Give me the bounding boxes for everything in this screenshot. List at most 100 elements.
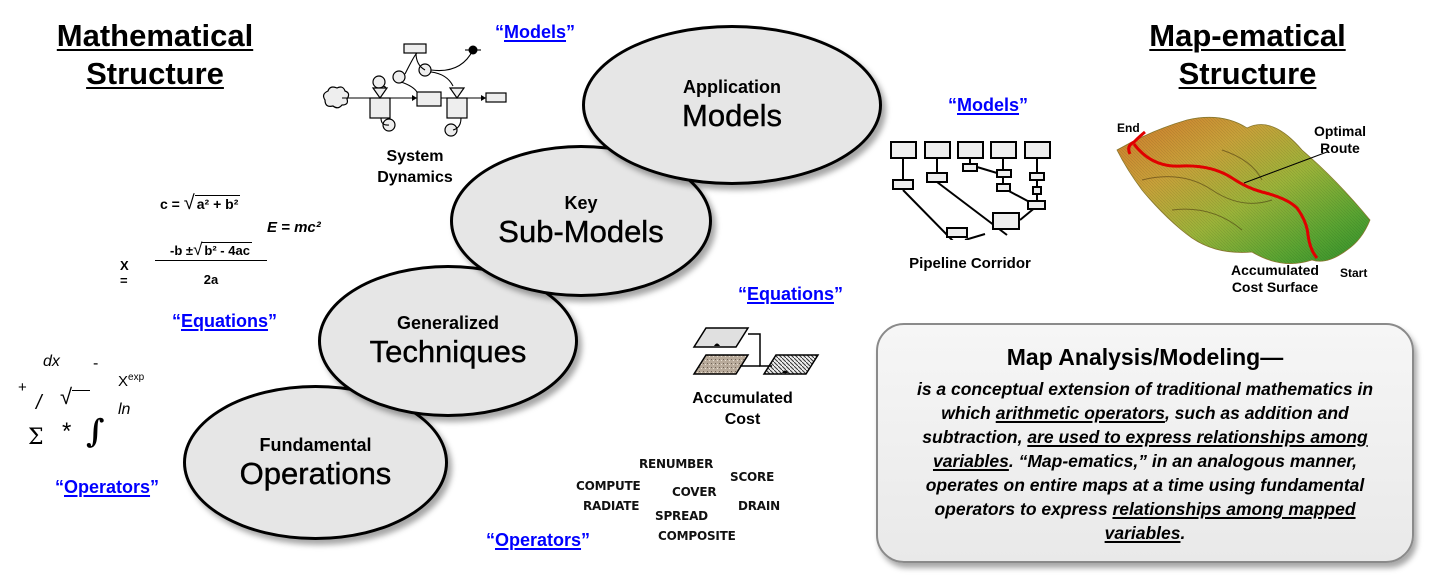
operator-dx: dx xyxy=(43,353,60,370)
callout-emphasis: are used to express relationships among … xyxy=(932,427,1368,471)
route-line1: Optimal xyxy=(1313,123,1367,139)
aux-circle xyxy=(418,63,432,77)
pipeline-node xyxy=(1024,141,1051,159)
einstein-equation: E = mc² xyxy=(267,219,321,236)
ellipse-big-label: Models xyxy=(682,98,782,133)
base-x: X xyxy=(118,373,129,390)
pipeline-node xyxy=(1029,172,1045,181)
op-renumber: RENUMBER xyxy=(639,457,714,471)
operator-sigma: Σ xyxy=(28,425,44,450)
open-quote: “ xyxy=(948,95,957,115)
valve-icon xyxy=(371,87,389,100)
system-dynamics-caption: System Dynamics xyxy=(365,146,465,188)
op-radiate: RADIATE xyxy=(583,499,640,513)
pipeline-corridor-diagram xyxy=(890,141,1051,240)
open-quote: “ xyxy=(172,311,181,331)
pipeline-node xyxy=(924,141,951,159)
right-heading: Map-ematical Structure xyxy=(1130,17,1365,93)
callout-text: . “Map-ematics,” in an analogous manner,… xyxy=(925,451,1365,519)
ellipse-big-label: Operations xyxy=(239,455,392,491)
close-quote: ” xyxy=(834,284,844,304)
left-heading: Mathematical Structure xyxy=(40,17,270,93)
surface-line2: Cost Surface xyxy=(1231,279,1319,295)
ellipse-small-label: Fundamental xyxy=(259,434,372,455)
pipeline-node xyxy=(890,141,917,159)
operator-minus: - xyxy=(93,355,99,372)
stock-box xyxy=(416,91,442,107)
optimal-route-label: Optimal Route xyxy=(1305,123,1375,157)
pipeline-node xyxy=(996,169,1012,178)
equations-link-text[interactable]: Equations xyxy=(181,311,269,331)
right-heading-line1: Map-ematical xyxy=(1149,18,1346,53)
sink-dot-icon xyxy=(468,45,478,55)
accumulated-cost-icon xyxy=(692,327,820,375)
callout-text: is a conceptual extension of traditional… xyxy=(916,379,1374,423)
operators-link-left[interactable]: “Operators” xyxy=(55,477,159,498)
operator-exponent: Xexp xyxy=(118,372,144,390)
equations-link-left[interactable]: “Equations” xyxy=(172,311,277,332)
left-heading-line1: Mathematical xyxy=(56,18,254,53)
ellipse-small-label: Generalized xyxy=(396,313,500,333)
aux-circle xyxy=(444,123,458,137)
operators-link-text[interactable]: Operators xyxy=(495,530,582,550)
pipeline-node xyxy=(957,141,984,159)
callout-title: Map Analysis/Modeling— xyxy=(1006,344,1284,370)
flow-box-2 xyxy=(446,97,468,119)
op-cover: COVER xyxy=(672,485,717,499)
ellipse-big-label: Sub-Models xyxy=(498,214,664,249)
caption-line2: Cost xyxy=(724,411,761,428)
end-label: End xyxy=(1117,121,1140,135)
route-line2: Route xyxy=(1320,140,1360,156)
aux-circle xyxy=(392,70,406,84)
top-box xyxy=(403,43,427,54)
operators-link-text[interactable]: Operators xyxy=(64,477,151,497)
models-link-right[interactable]: “Models” xyxy=(948,95,1028,116)
pipeline-node xyxy=(990,141,1017,159)
models-link-left[interactable]: “Models” xyxy=(495,22,575,43)
pythag-rhs: a² + b² xyxy=(194,195,241,212)
accumulated-cost-surface-image xyxy=(1116,116,1371,264)
operator-integral: ∫ xyxy=(86,412,105,450)
caption-line1: System xyxy=(386,148,444,165)
quad-lhs: X = xyxy=(120,258,129,288)
operator-plus: + xyxy=(18,379,27,396)
pipeline-node xyxy=(1027,200,1046,210)
pipeline-node xyxy=(996,183,1011,192)
valve-icon xyxy=(448,87,466,100)
open-quote: “ xyxy=(55,477,64,497)
open-quote: “ xyxy=(486,530,495,550)
ellipse-application-models: Application Models xyxy=(582,25,882,185)
op-spread: SPREAD xyxy=(655,509,708,523)
close-quote: ” xyxy=(268,311,278,331)
callout-text: , such as addition and subtraction, xyxy=(922,403,1349,447)
map-analysis-callout: Map Analysis/Modeling— is a conceptual e… xyxy=(876,323,1414,563)
ellipse-big-label: Techniques xyxy=(369,334,527,369)
pipeline-node xyxy=(1032,186,1042,195)
op-composite: COMPOSITE xyxy=(658,529,736,543)
end-box xyxy=(485,92,507,103)
models-link-text[interactable]: Models xyxy=(957,95,1020,115)
system-dynamics-diagram xyxy=(322,43,507,137)
quad-numerator-radicand: b² - 4ac xyxy=(202,242,252,258)
operator-star: * xyxy=(62,418,72,445)
op-drain: DRAIN xyxy=(738,499,780,513)
equations-link-text[interactable]: Equations xyxy=(747,284,835,304)
callout-emphasis: relationships among mapped variables xyxy=(1104,499,1356,543)
optimal-route-line xyxy=(1127,130,1319,259)
operator-slash: / xyxy=(36,392,42,414)
equations-link-right[interactable]: “Equations” xyxy=(738,284,843,305)
sqrt-symbol: √ xyxy=(60,384,73,409)
quad-numerator-pre: -b ± xyxy=(170,243,194,258)
models-link-text[interactable]: Models xyxy=(504,22,567,42)
top-layer xyxy=(692,327,750,348)
pipeline-node xyxy=(962,163,978,172)
operators-link-right[interactable]: “Operators” xyxy=(486,530,590,551)
ellipse-small-label: Application xyxy=(683,77,781,97)
close-quote: ” xyxy=(566,22,576,42)
cost-surface-label: Accumulated Cost Surface xyxy=(1220,262,1330,296)
pipeline-node xyxy=(946,227,968,238)
right-heading-line2: Structure xyxy=(1178,56,1317,91)
quad-denominator: 2a xyxy=(203,272,219,287)
pipeline-corridor-caption: Pipeline Corridor xyxy=(909,255,1031,272)
caption-line2: Dynamics xyxy=(377,169,453,186)
